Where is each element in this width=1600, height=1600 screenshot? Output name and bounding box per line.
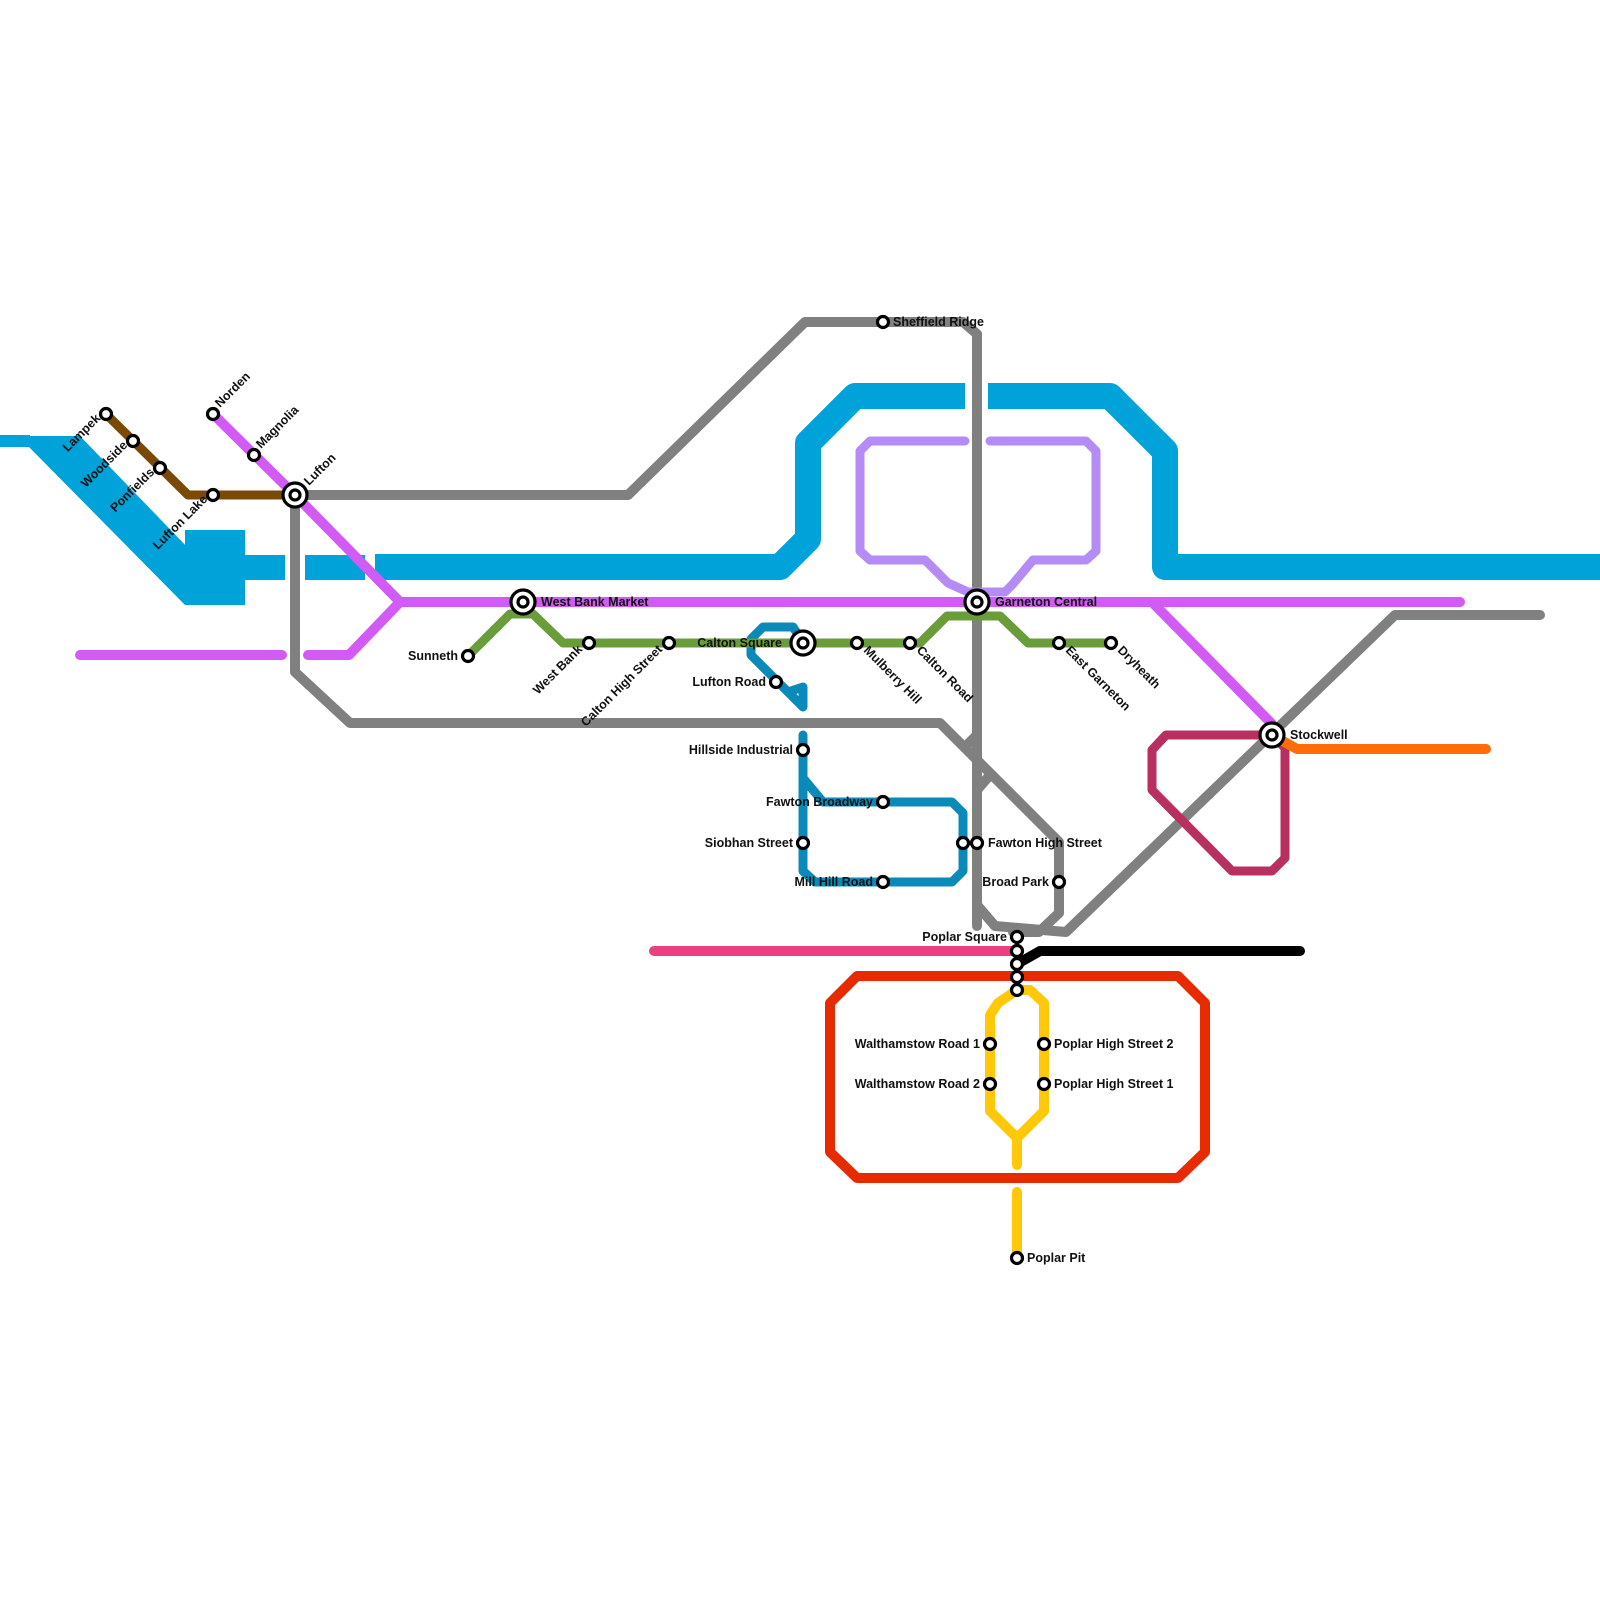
- label-broad-park: Broad Park: [982, 875, 1049, 889]
- grey-line-segment: [972, 770, 995, 795]
- label-poplar-pit: Poplar Pit: [1027, 1251, 1086, 1265]
- label-stockwell: Stockwell: [1290, 728, 1348, 742]
- interchange-stockwell[interactable]: [1258, 721, 1286, 749]
- interchange-lufton[interactable]: [281, 481, 309, 509]
- stations: [98, 314, 1119, 1266]
- station-lufton-road[interactable]: [768, 674, 784, 690]
- river-segment: [28, 436, 190, 605]
- label-walthamstow-road-1: Walthamstow Road 1: [855, 1037, 980, 1051]
- magenta-line-segment: [1147, 597, 1277, 729]
- station-calton-road[interactable]: [902, 635, 918, 651]
- label-sheffield-ridge: Sheffield Ridge: [893, 315, 984, 329]
- station-fawton-broadway[interactable]: [875, 794, 891, 810]
- grey-line-segment: [972, 610, 1545, 937]
- grey-line-segment: [290, 317, 982, 931]
- label-west-bank: West Bank: [530, 642, 585, 697]
- interchange-garneton-central[interactable]: [963, 588, 991, 616]
- station-mulberry-hill[interactable]: [849, 635, 865, 651]
- label-lufton-road: Lufton Road: [692, 675, 766, 689]
- interchange-west-bank-market[interactable]: [509, 588, 537, 616]
- red-line: [825, 971, 1210, 1183]
- station-hillside-industrial[interactable]: [795, 742, 811, 758]
- river: [0, 383, 1600, 605]
- station-poplar-square[interactable]: [1009, 929, 1025, 945]
- label-west-bank-market: West Bank Market: [541, 595, 649, 609]
- grey-line-segment: [963, 730, 982, 749]
- river-segment: [185, 530, 245, 605]
- label-garneton-central: Garneton Central: [995, 595, 1097, 609]
- label-walthamstow-road-2: Walthamstow Road 2: [855, 1077, 980, 1091]
- label-sunneth: Sunneth: [408, 649, 458, 663]
- station-lufton-lake[interactable]: [205, 487, 221, 503]
- crimson-line: [1147, 730, 1290, 876]
- station-poplar-square-4[interactable]: [1009, 969, 1025, 985]
- station-poplar-high-street-1[interactable]: [1036, 1076, 1052, 1092]
- label-dryheath: Dryheath: [1115, 643, 1163, 691]
- station-dryheath[interactable]: [1103, 635, 1119, 651]
- green-line: [463, 609, 1115, 661]
- station-ponfields[interactable]: [152, 460, 168, 476]
- label-norden: Norden: [212, 369, 253, 410]
- station-walthamstow-road-1[interactable]: [982, 1036, 998, 1052]
- station-norden[interactable]: [205, 406, 221, 422]
- label-calton-high-street: Calton High Street: [578, 642, 666, 730]
- station-magnolia[interactable]: [246, 447, 262, 463]
- station-west-bank[interactable]: [581, 635, 597, 651]
- station-poplar-square-5[interactable]: [1009, 982, 1025, 998]
- station-walthamstow-road-2[interactable]: [982, 1076, 998, 1092]
- black-line: [1012, 946, 1305, 969]
- label-fawton-broadway: Fawton Broadway: [766, 795, 873, 809]
- station-fawton-high-street-west[interactable]: [955, 835, 971, 851]
- station-poplar-square-2[interactable]: [1009, 943, 1025, 959]
- station-broad-park[interactable]: [1051, 874, 1067, 890]
- station-poplar-high-street-2[interactable]: [1036, 1036, 1052, 1052]
- magenta-line-segment: [303, 597, 405, 660]
- label-poplar-high-street-2: Poplar High Street 2: [1054, 1037, 1174, 1051]
- station-sunneth[interactable]: [460, 648, 476, 664]
- interchanges: [281, 481, 1286, 749]
- label-poplar-square: Poplar Square: [922, 930, 1007, 944]
- grey-line: [290, 317, 1545, 937]
- label-calton-square: Calton Square: [697, 636, 782, 650]
- station-woodside[interactable]: [125, 433, 141, 449]
- river-segment: [240, 555, 285, 580]
- station-poplar-square-3[interactable]: [1009, 956, 1025, 972]
- label-mill-hill-road: Mill Hill Road: [795, 875, 873, 889]
- station-lampek[interactable]: [98, 406, 114, 422]
- station-mill-hill-road[interactable]: [875, 874, 891, 890]
- label-fawton-high-street: Fawton High Street: [988, 836, 1103, 850]
- station-east-garneton[interactable]: [1051, 635, 1067, 651]
- yellow-line-segment: [985, 985, 1049, 1143]
- station-siobhan-street[interactable]: [795, 835, 811, 851]
- label-siobhan-street: Siobhan Street: [705, 836, 794, 850]
- interchange-calton-square[interactable]: [789, 629, 817, 657]
- lavender-line: [855, 436, 1101, 597]
- label-lufton: Lufton: [301, 451, 338, 488]
- label-magnolia: Magnolia: [253, 402, 302, 451]
- station-fawton-high-street[interactable]: [969, 835, 985, 851]
- station-poplar-pit[interactable]: [1009, 1250, 1025, 1266]
- river-segment: [988, 383, 1600, 580]
- yellow-line: [985, 985, 1049, 1263]
- label-hillside-industrial: Hillside Industrial: [689, 743, 793, 757]
- station-calton-high-street[interactable]: [661, 635, 677, 651]
- river-segment: [375, 383, 965, 580]
- station-sheffield-ridge[interactable]: [875, 314, 891, 330]
- label-poplar-high-street-1: Poplar High Street 1: [1054, 1077, 1174, 1091]
